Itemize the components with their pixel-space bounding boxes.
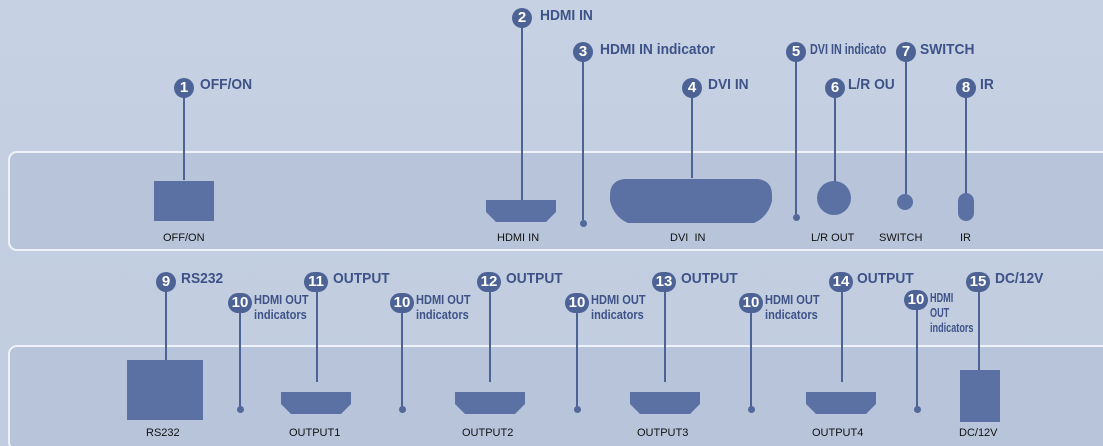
hdmi-out-indicator-led bbox=[574, 406, 581, 413]
callout-label-dvi-in-indicator: DVI IN indicato bbox=[810, 41, 887, 58]
callout-badge: 14 bbox=[829, 272, 853, 292]
callout-label-output: OUTPUT bbox=[333, 270, 390, 287]
leader-line bbox=[521, 20, 523, 201]
dc12v-power-jack bbox=[960, 370, 1000, 422]
callout-badge: 7 bbox=[896, 42, 916, 62]
port-label-lr-out: L/R OUT bbox=[811, 232, 855, 244]
callout-label-hdmi-out-indicators: HDMI OUT indicators bbox=[591, 292, 646, 322]
callout-label-lr-out: L/R OU bbox=[848, 76, 895, 93]
callout-badge: 9 bbox=[156, 272, 176, 292]
leader-line bbox=[691, 90, 693, 178]
leader-line bbox=[841, 284, 843, 382]
leader-line bbox=[316, 284, 318, 382]
port-label-output3: OUTPUT3 bbox=[637, 427, 689, 439]
lr-out-jack bbox=[817, 181, 851, 215]
callout-badge: 4 bbox=[682, 78, 702, 98]
leader-line bbox=[978, 284, 980, 370]
leader-line bbox=[834, 90, 836, 183]
leader-line bbox=[795, 54, 797, 214]
callout-badge: 10 bbox=[390, 293, 414, 313]
callout-label-output: OUTPUT bbox=[506, 270, 563, 287]
power-switch bbox=[154, 181, 214, 221]
callout-label-hdmi-out-indicators: HDMI OUT indicators bbox=[416, 292, 471, 322]
callout-badge: 10 bbox=[228, 293, 252, 313]
leader-line bbox=[750, 308, 752, 408]
callout-label-dc12v: DC/12V bbox=[995, 270, 1044, 287]
callout-badge: 8 bbox=[956, 78, 976, 98]
leader-line bbox=[239, 308, 241, 408]
leader-line bbox=[916, 308, 918, 408]
output1-port bbox=[281, 392, 351, 414]
callout-label-hdmi-in: HDMI IN bbox=[540, 7, 593, 24]
callout-badge: 15 bbox=[966, 272, 990, 292]
callout-label-dvi-in: DVI IN bbox=[708, 76, 749, 93]
leader-line bbox=[582, 54, 584, 220]
output2-port bbox=[455, 392, 525, 414]
switch-button bbox=[897, 194, 913, 210]
port-label-dc12v: DC/12V bbox=[959, 427, 998, 439]
callout-badge: 6 bbox=[825, 78, 845, 98]
callout-label-ir: IR bbox=[980, 76, 994, 93]
output4-port bbox=[806, 392, 876, 414]
callout-label-switch: SWITCH bbox=[920, 41, 975, 58]
port-label-switch: SWITCH bbox=[879, 232, 923, 244]
callout-label-rs232: RS232 bbox=[181, 270, 224, 287]
leader-line bbox=[905, 54, 907, 194]
dvi-in-port bbox=[610, 179, 772, 223]
callout-label-hdmi-out-indicators: HDMI OUT indicators bbox=[254, 292, 309, 322]
port-label-offon: OFF/ON bbox=[163, 232, 205, 244]
port-label-hdmi-in: HDMI IN bbox=[497, 232, 540, 244]
callout-label-output: OUTPUT bbox=[857, 270, 914, 287]
callout-badge: 10 bbox=[904, 290, 928, 310]
callout-label-hdmi-out-indicators: HDMI OUT indicators bbox=[765, 292, 820, 322]
callout-badge: 12 bbox=[477, 272, 501, 292]
callout-label-hdmi-in-indicator: HDMI IN indicator bbox=[600, 41, 716, 58]
leader-line bbox=[401, 308, 403, 408]
callout-label-output: OUTPUT bbox=[681, 270, 738, 287]
callout-badge: 11 bbox=[304, 272, 328, 292]
port-label-rs232: RS232 bbox=[146, 427, 180, 439]
hdmi-out-indicator-led bbox=[748, 406, 755, 413]
callout-badge: 3 bbox=[573, 42, 593, 62]
leader-line bbox=[664, 284, 666, 382]
leader-line bbox=[576, 308, 578, 408]
callout-badge: 13 bbox=[652, 272, 676, 292]
callout-badge: 5 bbox=[786, 42, 806, 62]
callout-label-hdmi-out-indicators: HDMI OUT indicators bbox=[930, 290, 974, 335]
output3-port bbox=[630, 392, 700, 414]
hdmi-in-indicator-led bbox=[580, 220, 587, 227]
callout-label-offon: OFF/ON bbox=[200, 76, 253, 93]
port-label-output2: OUTPUT2 bbox=[462, 427, 514, 439]
port-label-dvi-in: DVI IN bbox=[670, 232, 706, 244]
ir-receiver bbox=[958, 193, 974, 221]
rs232-port bbox=[127, 360, 203, 420]
callout-badge: 10 bbox=[565, 293, 589, 313]
hdmi-out-indicator-led bbox=[914, 406, 921, 413]
port-label-ir: IR bbox=[960, 232, 971, 244]
hdmi-out-indicator-led bbox=[399, 406, 406, 413]
leader-line bbox=[183, 90, 185, 180]
callout-badge: 10 bbox=[739, 293, 763, 313]
port-label-output4: OUTPUT4 bbox=[812, 427, 864, 439]
leader-line bbox=[965, 90, 967, 194]
leader-line bbox=[165, 284, 167, 360]
hdmi-in-port bbox=[486, 200, 556, 222]
port-label-output1: OUTPUT1 bbox=[289, 427, 341, 439]
callout-badge: 2 bbox=[512, 8, 532, 28]
callout-badge: 1 bbox=[174, 78, 194, 98]
leader-line bbox=[489, 284, 491, 382]
dvi-in-indicator-led bbox=[793, 214, 800, 221]
hdmi-out-indicator-led bbox=[237, 406, 244, 413]
